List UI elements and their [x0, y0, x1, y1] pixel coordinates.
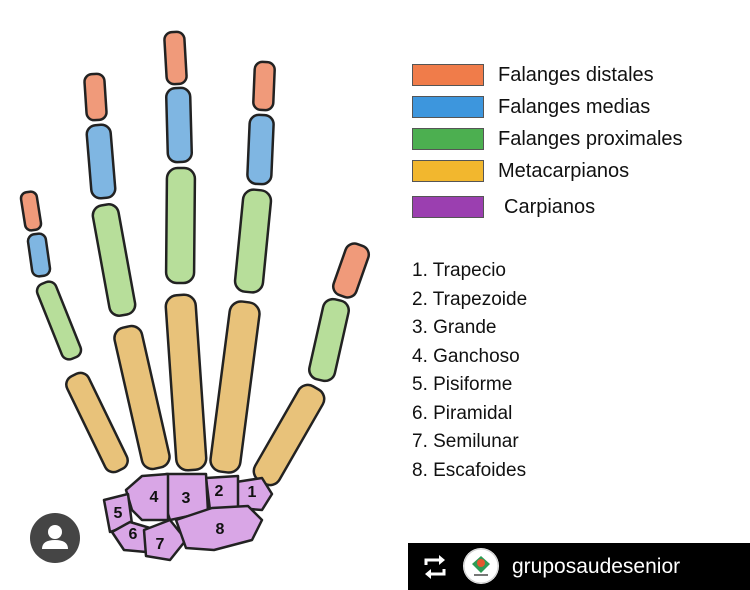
bone-list-item: 5. Pisiforme [412, 374, 513, 395]
carpal-bone-4 [124, 472, 170, 522]
middle-distal-bone [163, 30, 188, 86]
bone-list-item: 4. Ganchoso [412, 345, 520, 367]
little-distal-bone [19, 190, 43, 232]
bone-list-item: 8. Escafoides [412, 459, 527, 481]
legend-swatch-metacarpal [412, 160, 484, 182]
index-metacarpal-bone [209, 300, 261, 474]
carpal-number-labels: 1 2 3 4 56 7 8 [114, 483, 257, 553]
legend-swatch-proximal [412, 128, 484, 150]
carpal-number-5: 5 [114, 505, 123, 522]
ring-medial-bone [85, 123, 117, 200]
ring-proximal-bone [91, 203, 137, 317]
middle-proximal-bone [164, 166, 197, 285]
thumb-proximal-bone [308, 297, 350, 383]
carpal-number-1: 1 [248, 484, 257, 501]
index-proximal-bone [233, 188, 273, 294]
legend-label-proximal: Falanges proximales [498, 128, 683, 150]
legend-item-medial: Falanges medias [412, 92, 732, 118]
ring-distal-bone [83, 72, 108, 122]
legend-swatch-distal [412, 64, 484, 86]
middle-metacarpal-bone [164, 293, 208, 472]
carpal-number-4: 4 [150, 489, 159, 506]
carpal-bone-7 [142, 518, 188, 562]
legend-item-distal: Falanges distales [412, 60, 732, 86]
carpal-number-8: 8 [216, 521, 225, 538]
legend-label-metacarpal: Metacarpianos [498, 160, 630, 182]
middle-medial-bone [165, 86, 193, 164]
index-distal-bone [252, 60, 276, 112]
little-medial-bone [26, 232, 52, 278]
repost-handle: gruposaudesenior [512, 555, 681, 578]
legend-item-proximal: Falanges proximales [412, 124, 732, 150]
legend-label-medial: Falanges medias [498, 96, 651, 118]
account-logo-icon [463, 548, 499, 584]
little-metacarpal-bone [65, 371, 129, 474]
legend-swatch-medial [412, 96, 484, 118]
carpal-bone-list: 1. Trapecio 2. Trapezoide 3. Grande 4. G… [412, 260, 527, 488]
user-avatar-icon[interactable] [30, 513, 80, 563]
bone-list-item: 7. Semilunar [412, 431, 519, 452]
legend-label-carpal: Carpianos [504, 196, 596, 218]
carpal-number-3: 3 [182, 490, 191, 507]
bone-list-item: 3. Grande [412, 317, 497, 338]
repost-icon [424, 555, 446, 579]
legend-item-carpal: Carpianos [412, 192, 732, 218]
legend-label-distal: Falanges distales [498, 64, 654, 86]
bone-list-item: 6. Piramidal [412, 402, 513, 424]
carpal-number-2: 2 [215, 483, 224, 500]
bone-list-item: 2. Trapezoide [412, 288, 528, 310]
legend-swatch-carpal [412, 196, 484, 218]
index-medial-bone [246, 113, 275, 186]
carpal-bone-8 [174, 504, 264, 552]
ring-metacarpal-bone [113, 324, 171, 471]
thumb-distal-bone [331, 242, 371, 299]
thumb-metacarpal-bone [252, 383, 326, 487]
carpal-number-6: 6 [129, 526, 138, 543]
hand-bones [19, 30, 371, 562]
carpal-number-7: 7 [156, 536, 165, 553]
repost-banner[interactable]: gruposaudesenior [408, 543, 750, 590]
little-proximal-bone [35, 280, 83, 361]
bone-list-item: 1. Trapecio [412, 260, 506, 281]
legend-item-metacarpal: Metacarpianos [412, 156, 732, 182]
